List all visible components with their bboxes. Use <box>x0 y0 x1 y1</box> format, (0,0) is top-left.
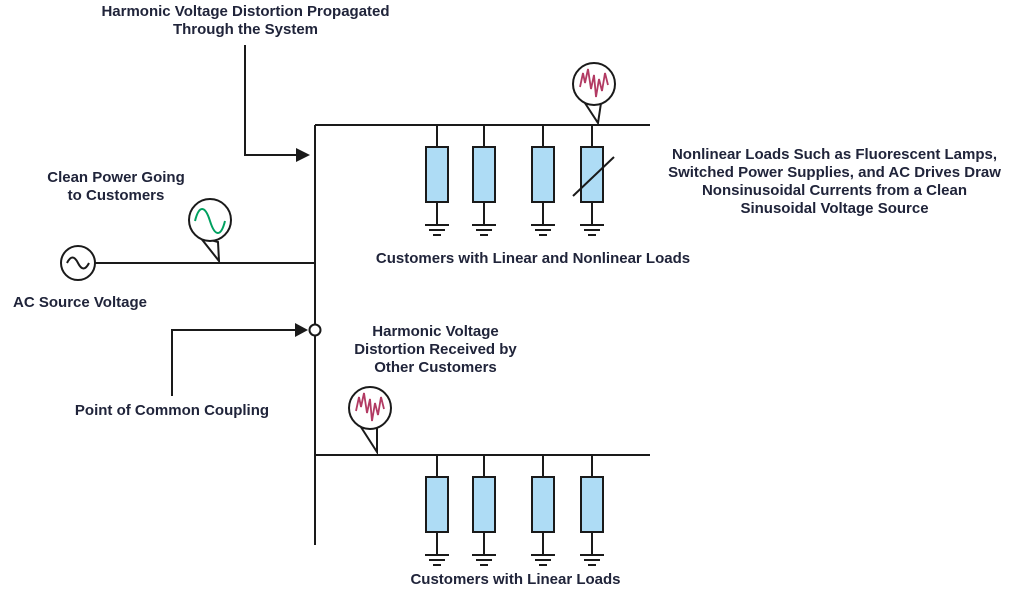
pcc-arrow <box>171 323 308 396</box>
ac-source-icon <box>60 245 96 281</box>
clean-sine-magnifier <box>188 198 232 265</box>
sine-wave-icon <box>194 208 226 234</box>
label-customers-linear: Customers with Linear Loads <box>410 571 621 588</box>
pcc-node <box>308 323 322 337</box>
linear-load-icon <box>530 454 556 566</box>
label-nonlinear-note: Nonlinear Loads Such as Fluorescent Lamp… <box>668 146 1001 217</box>
upper-load-group <box>424 124 615 236</box>
distorted-wave-magnifier-lower <box>348 386 392 456</box>
label-customers-nonlinear: Customers with Linear and Nonlinear Load… <box>375 250 691 267</box>
linear-load-icon <box>530 124 556 236</box>
label-distortion-received: Harmonic Voltage Distortion Received by … <box>354 323 517 376</box>
linear-load-icon <box>471 124 497 236</box>
linear-load-icon <box>579 454 605 566</box>
distorted-wave-magnifier-upper <box>572 62 616 126</box>
linear-load-icon <box>471 454 497 566</box>
distorted-wave-icon <box>355 392 385 422</box>
lower-load-group <box>424 454 605 566</box>
propagated-arrow <box>244 45 310 162</box>
label-ac-source-voltage: AC Source Voltage <box>13 294 147 311</box>
nonlinear-load-icon <box>572 124 615 236</box>
linear-load-icon <box>424 124 450 236</box>
label-clean-power: Clean Power Going to Customers <box>47 169 185 204</box>
label-point-of-common-coupling: Point of Common Coupling <box>74 402 270 419</box>
label-propagated-distortion: Harmonic Voltage Distortion Propagated T… <box>101 3 390 38</box>
linear-load-icon <box>424 454 450 566</box>
distorted-wave-icon <box>579 68 609 98</box>
